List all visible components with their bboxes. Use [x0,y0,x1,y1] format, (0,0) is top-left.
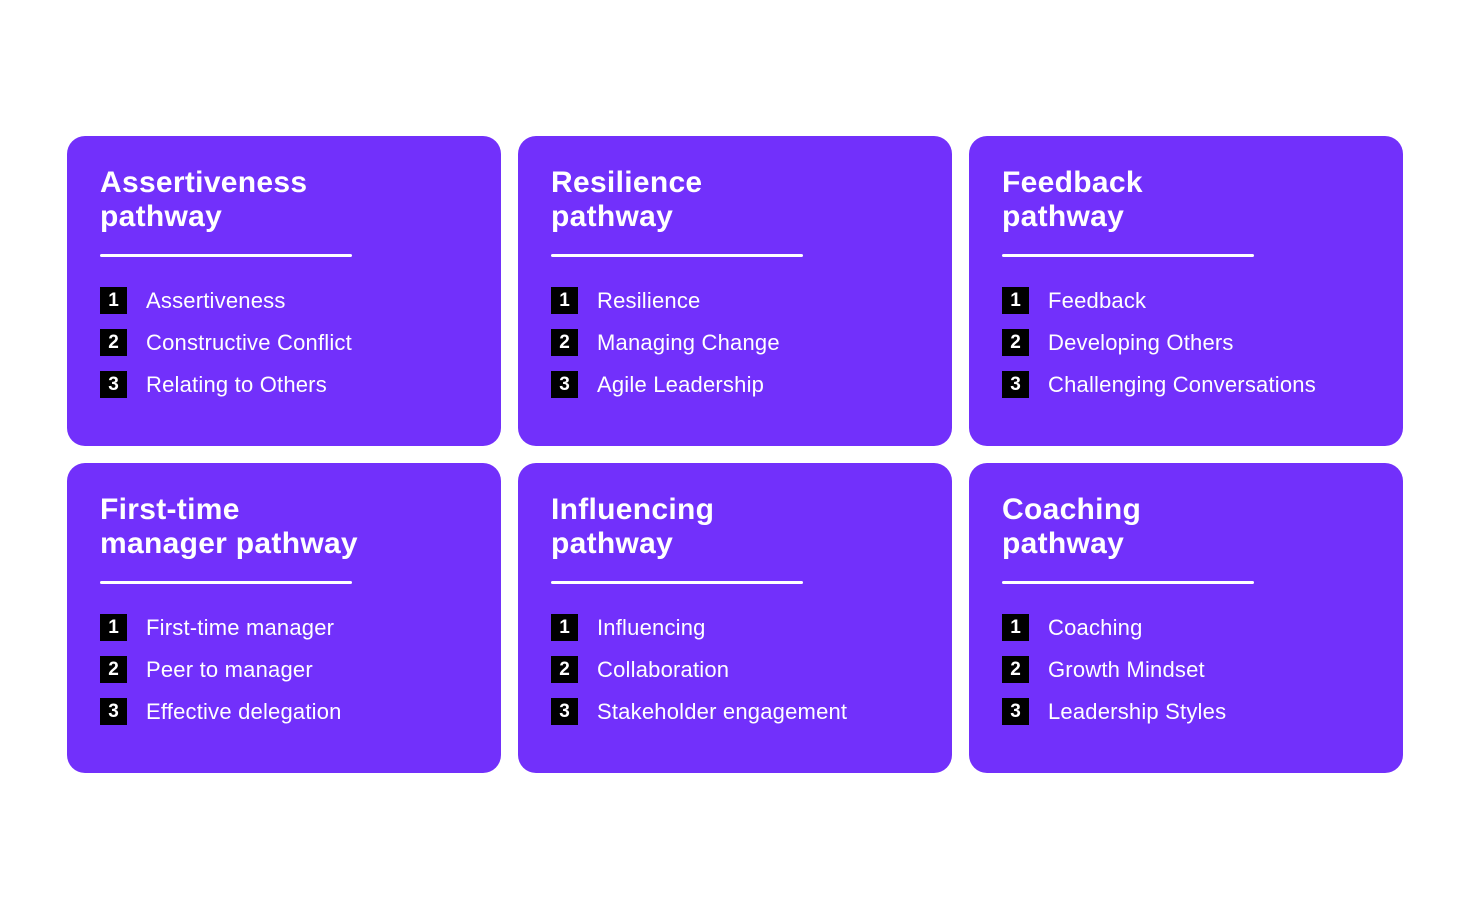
step-number-badge: 1 [551,614,578,641]
item-label: Stakeholder engagement [597,698,848,724]
step-number-badge: 3 [551,698,578,725]
list-item: 1 Feedback [1002,287,1375,314]
item-label: Assertiveness [146,287,286,313]
step-number-badge: 1 [100,287,127,314]
list-item: 1 Assertiveness [100,287,473,314]
card-title-line2: manager pathway [100,527,358,560]
list-item: 2 Growth Mindset [1002,656,1375,683]
item-label: Peer to manager [146,656,313,682]
list-item: 2 Managing Change [551,329,924,356]
item-label: Constructive Conflict [146,329,352,355]
list-item: 1 Resilience [551,287,924,314]
card-title-line1: Coaching [1002,493,1142,526]
list-item: 3 Challenging Conversations [1002,371,1375,398]
list-item: 2 Developing Others [1002,329,1375,356]
list-item: 1 Coaching [1002,614,1375,641]
list-item: 1 Influencing [551,614,924,641]
pathway-item-list: 1 Coaching 2 Growth Mindset 3 Leadership… [1002,614,1375,725]
item-label: Effective delegation [146,698,342,724]
step-number-badge: 2 [100,656,127,683]
pathway-item-list: 1 Influencing 2 Collaboration 3 Stakehol… [551,614,924,725]
list-item: 2 Constructive Conflict [100,329,473,356]
pathway-item-list: 1 First-time manager 2 Peer to manager 3… [100,614,473,725]
card-title-line1: First-time [100,493,240,526]
pathway-item-list: 1 Resilience 2 Managing Change 3 Agile L… [551,287,924,398]
item-label: First-time manager [146,614,335,640]
pathway-item-list: 1 Assertiveness 2 Constructive Conflict … [100,287,473,398]
list-item: 2 Peer to manager [100,656,473,683]
list-item: 3 Effective delegation [100,698,473,725]
list-item: 2 Collaboration [551,656,924,683]
step-number-badge: 1 [1002,287,1029,314]
step-number-badge: 2 [551,656,578,683]
item-label: Managing Change [597,329,780,355]
item-label: Feedback [1048,287,1147,313]
item-label: Agile Leadership [597,371,765,397]
step-number-badge: 3 [100,371,127,398]
item-label: Relating to Others [146,371,327,397]
item-label: Leadership Styles [1048,698,1227,724]
card-title-line2: pathway [1002,200,1125,233]
item-label: Challenging Conversations [1048,371,1316,397]
card-title-line2: pathway [100,200,223,233]
step-number-badge: 1 [100,614,127,641]
item-label: Resilience [597,287,701,313]
step-number-badge: 2 [1002,329,1029,356]
step-number-badge: 2 [100,329,127,356]
card-title-line1: Feedback [1002,166,1143,199]
pathway-item-list: 1 Feedback 2 Developing Others 3 Challen… [1002,287,1375,398]
step-number-badge: 2 [551,329,578,356]
item-label: Growth Mindset [1048,656,1205,682]
step-number-badge: 2 [1002,656,1029,683]
card-title-line2: pathway [551,200,674,233]
step-number-badge: 3 [1002,698,1029,725]
title-underline [551,581,803,584]
title-underline [100,254,352,257]
title-underline [100,581,352,584]
card-title-line2: pathway [1002,527,1125,560]
title-underline [1002,581,1254,584]
list-item: 3 Stakeholder engagement [551,698,924,725]
list-item: 1 First-time manager [100,614,473,641]
item-label: Developing Others [1048,329,1234,355]
list-item: 3 Leadership Styles [1002,698,1375,725]
item-label: Coaching [1048,614,1143,640]
list-item: 3 Relating to Others [100,371,473,398]
step-number-badge: 3 [1002,371,1029,398]
card-title-line1: Influencing [551,493,715,526]
card-title-line1: Resilience [551,166,703,199]
title-underline [551,254,803,257]
item-label: Influencing [597,614,706,640]
title-underline [1002,254,1254,257]
card-title-line2: pathway [551,527,674,560]
step-number-badge: 1 [1002,614,1029,641]
step-number-badge: 3 [551,371,578,398]
step-number-badge: 1 [551,287,578,314]
card-title-line1: Assertiveness [100,166,308,199]
step-number-badge: 3 [100,698,127,725]
list-item: 3 Agile Leadership [551,371,924,398]
item-label: Collaboration [597,656,730,682]
